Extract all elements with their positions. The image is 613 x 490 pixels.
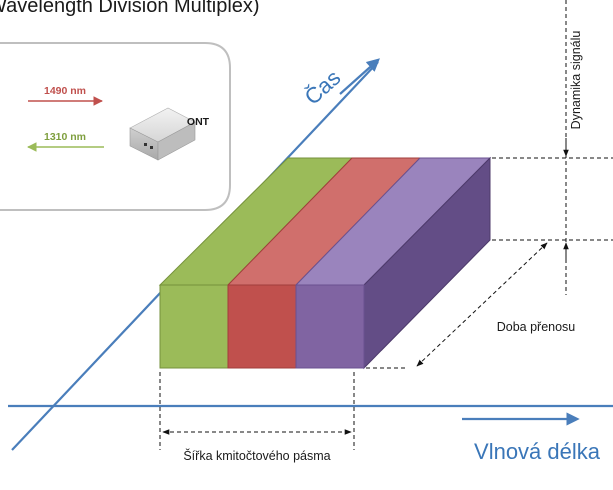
ont-device-icon: [129, 107, 196, 161]
wavelength-axis-label: Vlnová délka: [474, 439, 601, 464]
transfer-time-arrow: [416, 242, 548, 367]
time-axis-arrow: [339, 58, 380, 95]
upstream-wavelength-label: 1310 nm: [44, 131, 86, 143]
transfer-time-label: Doba přenosu: [497, 320, 576, 334]
downstream-wavelength-label: 1490 nm: [44, 85, 86, 97]
channel-purple-front: [295, 284, 365, 369]
wdm-channel-block: [158, 156, 492, 370]
inset-panel: 1490 nm 1310 nm ONT: [0, 42, 231, 211]
ont-label: ONT: [187, 116, 210, 128]
bandwidth-label: Šířka kmitočtového pásma: [183, 448, 330, 463]
signal-dynamics-label: Dynamika signálu: [569, 31, 583, 130]
diagram-title: Wavelength Division Multiplex): [0, 0, 260, 17]
channel-green-front: [159, 284, 229, 369]
channel-red-front: [227, 284, 297, 369]
